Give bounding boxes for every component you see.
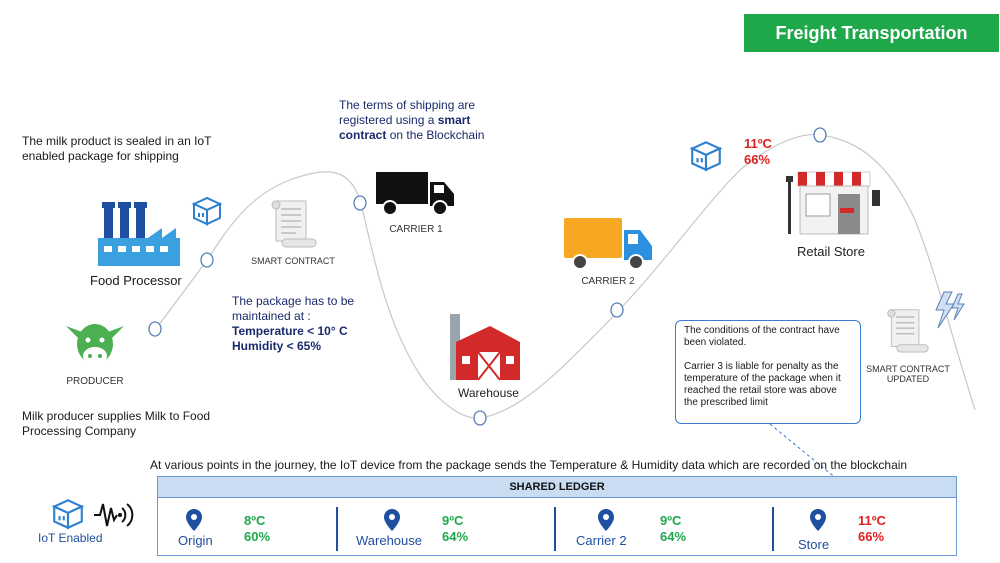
ledger-title: SHARED LEDGER: [158, 477, 956, 498]
violation-callout: The conditions of the contract have been…: [675, 320, 861, 424]
food-processor-label: Food Processor: [90, 273, 182, 288]
terms-bold-contract: contract: [339, 128, 387, 142]
maintain-text: The package has to be maintained at :: [232, 294, 355, 323]
carrier1-label: CARRIER 1: [389, 224, 443, 235]
smart-contract-icon: [271, 200, 317, 248]
retail-humidity: 66%: [744, 152, 771, 167]
factory-icon: [98, 202, 180, 266]
package-icon-iot: [51, 499, 85, 530]
ledger-entry-carrier2: Carrier 2 9ºC 64%: [574, 499, 774, 555]
journey-point: [610, 302, 624, 318]
terms-line-3: on the Blockchain: [389, 128, 485, 142]
cow-icon: [66, 324, 124, 365]
ledger-temperature: 11ºC: [858, 513, 886, 528]
journey-point: [200, 252, 214, 268]
ledger-temperature: 9ºC: [660, 513, 682, 528]
location-pin-icon: [810, 509, 826, 531]
ledger-location-name: Origin: [178, 533, 213, 548]
retail-temperature: 11ºC: [744, 136, 772, 151]
ledger-humidity: 60%: [244, 529, 271, 544]
ledger-temperature: 8ºC: [244, 513, 266, 528]
ledger-readings: 9ºC 64%: [442, 513, 468, 545]
freight-transportation-badge: Freight Transportation: [744, 14, 999, 52]
ledger-location-name: Warehouse: [356, 533, 422, 548]
temperature-rule: Temperature < 10° C: [232, 324, 348, 338]
ledger-temperature: 9ºC: [442, 513, 464, 528]
terms-bold-smart: smart: [437, 113, 471, 127]
contract-updated-line-2: UPDATED: [886, 374, 930, 384]
sealed-note: The milk product is sealed in an IoT ena…: [22, 134, 212, 163]
location-pin-icon: [186, 509, 202, 531]
terms-note: The terms of shipping are registered usi…: [339, 98, 504, 143]
penalty-text: Carrier 3 is liable for penalty as the t…: [684, 361, 841, 408]
journey-point: [353, 195, 367, 211]
terms-line-2: registered using a: [339, 113, 435, 127]
ledger-entry-origin: Origin 8ºC 60%: [176, 499, 336, 555]
carrier2-label: CARRIER 2: [581, 276, 635, 287]
lightning-icon: [935, 291, 965, 329]
retail-store-icon: [786, 171, 880, 235]
journey-point: [148, 321, 162, 337]
contract-updated-line-1: SMART CONTRACT: [866, 364, 950, 374]
iot-enabled-label: IoT Enabled: [38, 531, 103, 545]
signal-wave-icon: [94, 503, 134, 527]
producer-label: PRODUCER: [66, 376, 124, 387]
ledger-entry-warehouse: Warehouse 9ºC 64%: [354, 499, 554, 555]
maintain-note: The package has to be maintained at : Te…: [232, 294, 397, 354]
retail-reading: 11ºC 66%: [744, 136, 772, 168]
ledger-divider: [554, 507, 556, 551]
ledger-divider: [336, 507, 338, 551]
delivery-truck-icon: [564, 218, 652, 270]
location-pin-icon: [598, 509, 614, 531]
ledger-humidity: 64%: [660, 529, 687, 544]
violation-text: The conditions of the contract have been…: [684, 325, 840, 348]
ledger-humidity: 66%: [858, 529, 885, 544]
location-pin-icon: [384, 509, 400, 531]
ledger-divider: [772, 507, 774, 551]
terms-line-1: The terms of shipping are: [339, 98, 476, 112]
warehouse-icon: [450, 314, 520, 381]
journey-note: At various points in the journey, the Io…: [150, 458, 908, 472]
ledger-readings: 9ºC 64%: [660, 513, 686, 545]
shared-ledger: SHARED LEDGER Origin 8ºC 60% Warehouse 9…: [157, 476, 957, 556]
ledger-readings: 8ºC 60%: [244, 513, 270, 545]
ledger-humidity: 64%: [442, 529, 469, 544]
package-icon-retail: [689, 141, 723, 172]
ledger-location-name: Store: [798, 537, 830, 552]
warehouse-label: Warehouse: [458, 386, 519, 400]
journey-point: [473, 410, 487, 426]
ledger-entry-store: Store 11ºC 66%: [796, 499, 946, 555]
truck-icon: [376, 172, 454, 216]
package-icon: [191, 196, 223, 226]
producer-note: Milk producer supplies Milk to Food Proc…: [22, 409, 211, 438]
contract-updated-label: SMART CONTRACT UPDATED: [862, 364, 954, 384]
ledger-location-name: Carrier 2: [576, 533, 627, 548]
ledger-readings: 11ºC 66%: [858, 513, 886, 545]
retail-store-label: Retail Store: [797, 244, 865, 259]
smart-contract-updated-icon: [887, 309, 929, 353]
journey-point: [813, 127, 827, 143]
humidity-rule: Humidity < 65%: [232, 339, 322, 353]
smart-contract-label: SMART CONTRACT: [251, 256, 335, 266]
